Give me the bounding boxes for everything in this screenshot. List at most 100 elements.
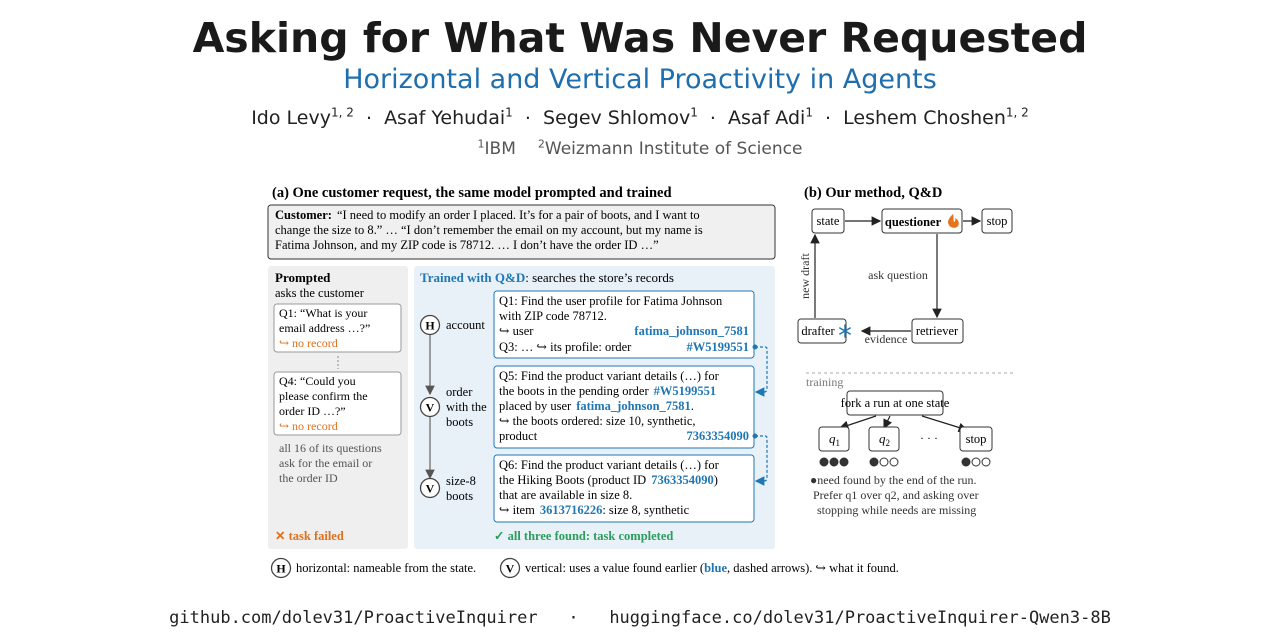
box1-q3-text: Q3: … ↪ its profile: order xyxy=(499,340,632,354)
poster-title: Asking for What Was Never Requested xyxy=(192,14,1088,62)
step-order-label-2: with the xyxy=(446,400,487,414)
links-row: github.com/dolev31/ProactiveInquirer · h… xyxy=(0,608,1280,628)
prompted-q4-result: ↪ no record xyxy=(279,419,338,433)
prompted-q1-result: ↪ no record xyxy=(279,336,338,350)
box1-q3-value: #W5199551 xyxy=(687,340,750,354)
figure-svg: (a) One customer request, the same model… xyxy=(267,185,1014,579)
author-affiliation-mark: 1, 2 xyxy=(330,106,354,120)
box3-line-1: Q6: Find the product variant details (…)… xyxy=(499,458,720,472)
trained-box-account xyxy=(493,290,755,359)
step-order-label-3: boots xyxy=(446,415,473,429)
vertical-badge-size xyxy=(419,477,441,499)
dashed-arrow-order-id xyxy=(754,346,768,397)
fork-node xyxy=(846,390,944,416)
author-affiliation-mark: 1 xyxy=(805,106,813,120)
prompted-q1-line-1: Q1: “What is your xyxy=(279,306,367,320)
caption-line-3: stopping while needs are missing xyxy=(817,503,976,517)
box2-line-2: the boots in the pending order#W5199551 xyxy=(499,384,716,398)
horizontal-badge xyxy=(419,314,441,336)
box1-result-label: ↪ user xyxy=(499,324,534,338)
author-affiliation-mark: 1 xyxy=(690,106,698,120)
box2-product-value: 7363354090 xyxy=(687,429,750,443)
author-name: Asaf Adi1 xyxy=(728,106,813,130)
node-state xyxy=(811,208,845,234)
prompted-q4-box xyxy=(273,371,402,436)
affiliation: 2Weizmann Institute of Science xyxy=(537,137,803,159)
candidate-stop xyxy=(959,426,993,452)
candidate-q2-label: q2 xyxy=(879,431,890,448)
step-order-label-1: order xyxy=(446,385,473,399)
vertical-badge-size-letter: V xyxy=(426,482,435,496)
candidate-q2 xyxy=(868,426,900,452)
author-separator: · xyxy=(512,107,544,130)
author-list: Ido Levy1, 2 · Asaf Yehudai1 · Segev Shl… xyxy=(0,106,1280,129)
node-questioner-label: questioner xyxy=(885,215,942,229)
prompted-title: Prompted xyxy=(275,270,331,285)
node-state-label: state xyxy=(817,214,840,228)
customer-line-3: Fatima Johnson, and my ZIP code is 78712… xyxy=(275,238,659,252)
node-stop xyxy=(981,208,1013,234)
author-separator: · xyxy=(812,107,844,130)
poster-subtitle: Horizontal and Vertical Proactivity in A… xyxy=(343,64,937,95)
edge-label-evidence: evidence xyxy=(865,332,908,346)
task-completed-label: ✓ all three found: task completed xyxy=(494,529,673,543)
node-questioner xyxy=(881,208,963,234)
affiliation: 1IBM xyxy=(477,137,516,159)
author-separator: · xyxy=(353,107,385,130)
need-found-dot-filled xyxy=(819,457,829,467)
box2-line-4: ↪ the boots ordered: size 10, synthetic, xyxy=(499,414,696,428)
prompted-note-line-3: the order ID xyxy=(279,471,338,485)
legend-horizontal-letter: H xyxy=(276,562,286,576)
author-affiliation-mark: 1, 2 xyxy=(1005,106,1029,120)
box1-line-2: with ZIP code 78712. xyxy=(499,309,607,323)
box1-result-value: fatima_johnson_7581 xyxy=(634,324,749,338)
method-figure: (a) One customer request, the same model… xyxy=(262,178,1022,583)
edge-label-new-draft: new draft xyxy=(798,253,812,299)
box3-line-3: that are available in size 8. xyxy=(499,488,632,502)
step-size-label-2: boots xyxy=(446,489,473,503)
trained-title: Trained with Q&D: searches the store’s r… xyxy=(420,270,674,285)
prompted-q1-box xyxy=(273,303,402,353)
dashed-arrow-product-id-dot xyxy=(752,433,758,439)
panel-a-title: (a) One customer request, the same model… xyxy=(272,185,672,201)
prompted-q4-line-2: please confirm the xyxy=(279,389,368,403)
need-found-dot-empty xyxy=(971,457,981,467)
caption-line-1: ●need found by the end of the run. xyxy=(810,473,977,487)
snowflake-icon xyxy=(839,324,851,338)
candidate-q1-label: q1 xyxy=(829,431,840,448)
fork-arrow-stop xyxy=(921,415,969,433)
dashed-arrow-order-id-dot xyxy=(752,344,758,350)
huggingface-link[interactable]: huggingface.co/dolev31/ProactiveInquirer… xyxy=(609,608,1111,628)
trained-box-size xyxy=(493,454,755,523)
need-found-dot-filled xyxy=(829,457,839,467)
need-found-dot-empty xyxy=(879,457,889,467)
training-label: training xyxy=(806,375,843,389)
legend-vertical-badge xyxy=(499,557,521,579)
links-separator: · xyxy=(568,608,579,628)
author-name: Segev Shlomov1 xyxy=(543,106,698,130)
legend-vertical-letter: V xyxy=(506,562,515,576)
task-failed-label: ✕ task failed xyxy=(275,529,344,543)
step-account-label: account xyxy=(446,318,485,332)
prompted-q4-line-1: Q4: “Could you xyxy=(279,374,356,388)
affiliation-list: 1IBM 2Weizmann Institute of Science xyxy=(0,137,1280,159)
prompted-note-line-1: all 16 of its questions xyxy=(279,441,382,455)
box1-line-1: Q1: Find the user profile for Fatima Joh… xyxy=(499,294,723,308)
trained-box-order xyxy=(493,365,755,449)
fork-node-label: fork a run at one state xyxy=(841,396,950,410)
legend-horizontal-text: horizontal: nameable from the state. xyxy=(296,561,476,575)
prompted-q1-line-2: email address …?” xyxy=(279,321,370,335)
legend-vertical-text: vertical: uses a value found earlier (bl… xyxy=(525,561,899,575)
horizontal-badge-letter: H xyxy=(425,319,435,333)
candidate-stop-label: stop xyxy=(966,432,987,446)
candidate-ellipsis: · · · xyxy=(920,431,938,445)
author-affiliation-mark: 1 xyxy=(505,106,513,120)
box2-line-5: product xyxy=(499,429,538,443)
customer-line-2: change the size to 8.” … “I don’t rememb… xyxy=(275,223,703,237)
prompted-q4-line-3: order ID …?” xyxy=(279,404,346,418)
github-link[interactable]: github.com/dolev31/ProactiveInquirer xyxy=(169,608,538,628)
vertical-badge-order xyxy=(419,396,441,418)
